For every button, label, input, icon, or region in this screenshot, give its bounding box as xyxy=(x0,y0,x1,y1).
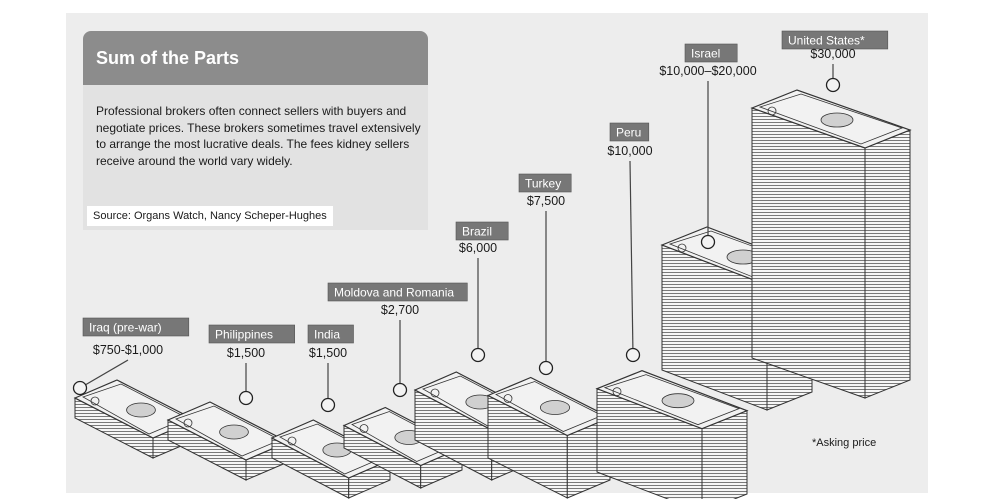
bill-stack-side xyxy=(864,129,911,399)
portrait-icon xyxy=(820,112,854,128)
portrait-icon xyxy=(219,424,249,440)
source-note: Source: Organs Watch, Nancy Scheper-Hugh… xyxy=(87,206,333,226)
seal-icon xyxy=(359,424,369,433)
country-label-box xyxy=(684,43,738,63)
chart-title: Sum of the Parts xyxy=(83,31,428,85)
country-label: United States* xyxy=(788,34,865,48)
country-label-box xyxy=(518,173,572,193)
country-label: Iraq (pre-war) xyxy=(89,321,162,335)
portrait-icon xyxy=(126,402,156,418)
portrait-icon xyxy=(539,400,571,415)
portrait-icon xyxy=(661,393,695,409)
price-label: $2,700 xyxy=(381,303,419,317)
seal-icon xyxy=(612,387,622,397)
country-label-box xyxy=(208,324,295,344)
seal-icon xyxy=(183,418,193,428)
bill-border xyxy=(603,374,741,426)
country-label: Turkey xyxy=(525,177,561,191)
marker-dot xyxy=(700,234,716,250)
country-label-box xyxy=(455,221,509,241)
price-label: $10,000 xyxy=(607,144,652,158)
country-label-box xyxy=(609,122,650,142)
marker-dot xyxy=(825,77,841,93)
country-label-box xyxy=(781,30,889,50)
price-label: $30,000 xyxy=(810,47,855,61)
marker-dot xyxy=(470,347,486,363)
seal-icon xyxy=(90,396,100,406)
seal-icon xyxy=(767,106,777,116)
price-label: $1,500 xyxy=(309,346,347,360)
country-label: Brazil xyxy=(462,225,492,239)
country-label-box xyxy=(82,317,190,337)
leader-line xyxy=(629,160,634,356)
bill-stack-front xyxy=(751,107,866,399)
leader-line xyxy=(79,359,129,389)
seal-icon xyxy=(430,388,440,398)
description-text: Professional brokers often connect selle… xyxy=(96,104,421,168)
country-label: Israel xyxy=(691,47,720,61)
marker-dot xyxy=(392,382,408,398)
country-label: Philippines xyxy=(215,328,273,342)
price-label: $750-$1,000 xyxy=(93,343,163,357)
country-label: Moldova and Romania xyxy=(334,286,454,300)
marker-dot xyxy=(72,380,88,396)
price-label: $6,000 xyxy=(459,241,497,255)
description-box xyxy=(83,85,428,230)
seal-icon xyxy=(677,243,687,253)
seal-icon xyxy=(503,394,513,403)
seal-icon xyxy=(287,436,297,446)
country-label: India xyxy=(314,328,340,342)
price-label: $7,500 xyxy=(527,194,565,208)
country-label-box xyxy=(307,324,354,344)
country-label: Peru xyxy=(616,126,641,140)
footnote: *Asking price xyxy=(812,437,877,449)
marker-dot xyxy=(320,397,336,413)
marker-dot xyxy=(538,360,554,376)
price-label: $1,500 xyxy=(227,346,265,360)
marker-dot xyxy=(625,347,641,363)
price-label: $10,000–$20,000 xyxy=(659,64,756,78)
bill-border xyxy=(758,93,904,145)
marker-dot xyxy=(238,390,254,406)
country-label-box xyxy=(327,282,468,302)
